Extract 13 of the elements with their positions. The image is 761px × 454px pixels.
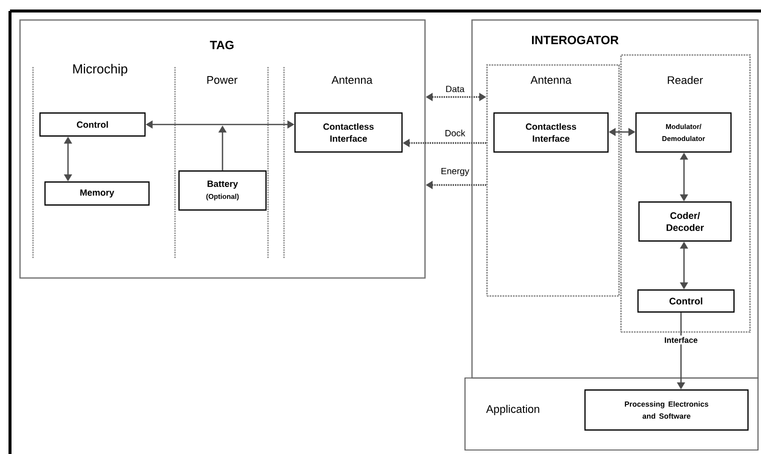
edge-label: Interface (662, 336, 700, 344)
process-box: Control (39, 112, 146, 137)
process-box: Contactless Interface (493, 112, 609, 153)
edge-label: Data (444, 84, 466, 94)
column-heading: Antenna (332, 76, 372, 84)
edge-label: Energy (439, 166, 471, 178)
column-heading: Microchip (73, 64, 128, 76)
process-box: Coder/ Decoder (638, 201, 732, 242)
edge-label: Dock (443, 128, 467, 138)
process-box: Contactless Interface (294, 112, 403, 153)
column-heading: Power (207, 76, 238, 84)
process-box: Memory (44, 181, 150, 206)
process-box: Control (637, 289, 735, 313)
